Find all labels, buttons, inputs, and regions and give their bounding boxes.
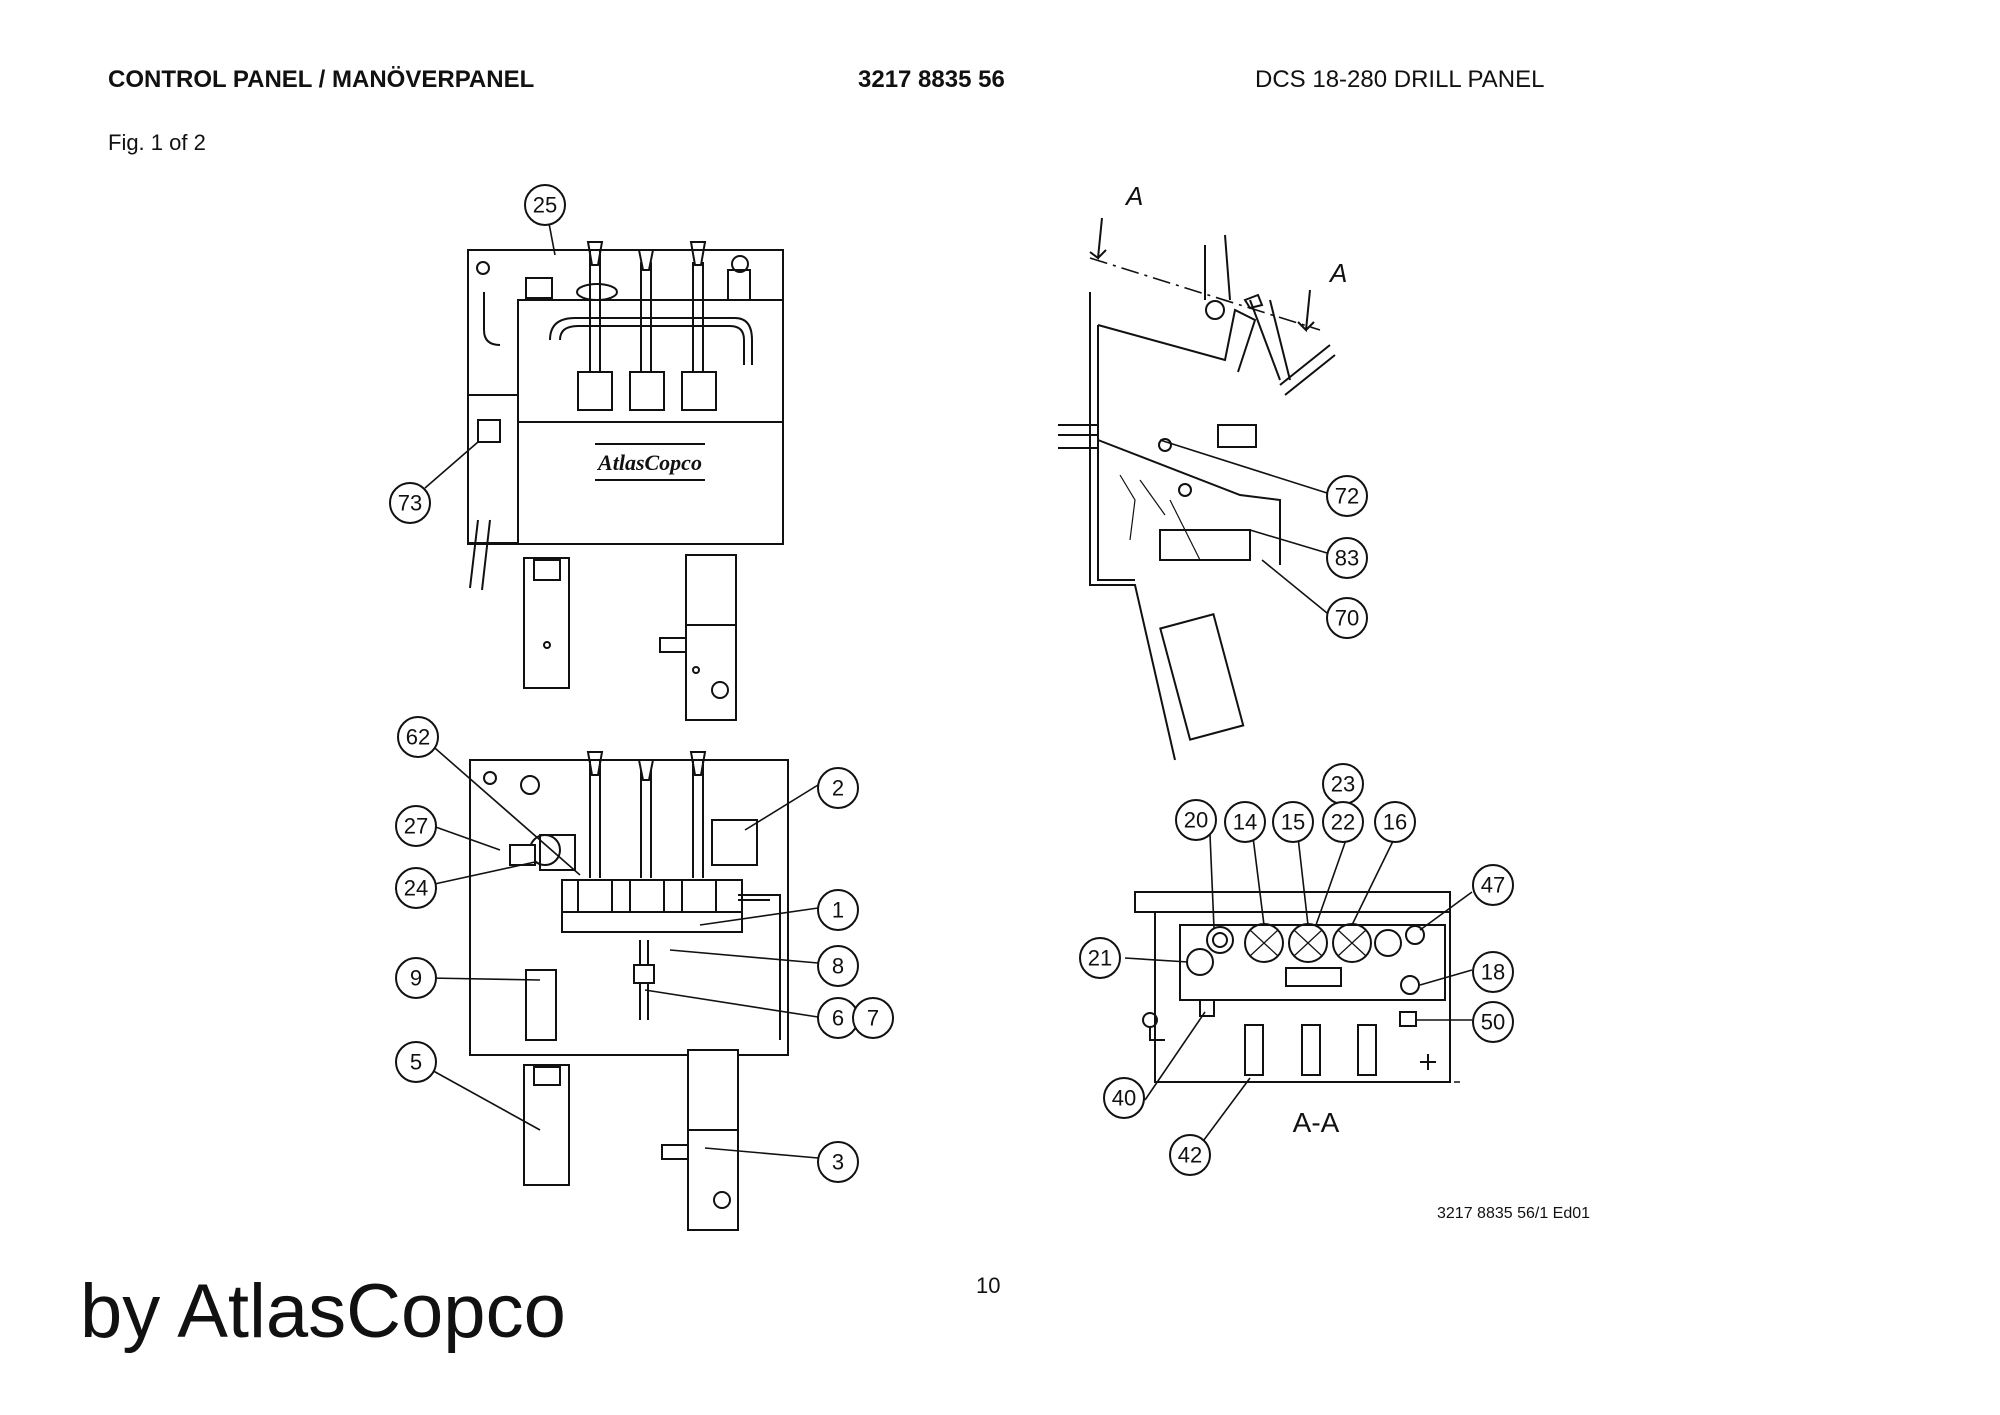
part-number: 3217 8835 56 xyxy=(858,66,1005,93)
svg-text:47: 47 xyxy=(1481,873,1505,898)
section-a-a-view: A-A xyxy=(1134,891,1460,1138)
callout-40: 40 xyxy=(1103,1077,1145,1119)
svg-text:7: 7 xyxy=(867,1006,879,1031)
svg-text:1: 1 xyxy=(832,898,844,923)
svg-text:25: 25 xyxy=(533,193,557,218)
leader-lines xyxy=(424,217,1473,1159)
svg-text:27: 27 xyxy=(404,814,428,839)
callout-62: 62 xyxy=(397,716,439,758)
svg-text:6: 6 xyxy=(832,1006,844,1031)
atlas-copco-logo: AtlasCopco xyxy=(596,450,702,475)
svg-text:83: 83 xyxy=(1335,546,1359,571)
svg-text:5: 5 xyxy=(410,1050,422,1075)
svg-text:20: 20 xyxy=(1184,808,1208,833)
svg-text:9: 9 xyxy=(410,966,422,991)
svg-text:62: 62 xyxy=(406,725,430,750)
svg-text:23: 23 xyxy=(1331,772,1355,797)
callout-5: 5 xyxy=(395,1041,437,1083)
svg-text:42: 42 xyxy=(1178,1143,1202,1168)
svg-text:73: 73 xyxy=(398,491,422,516)
front-view: AtlasCopco xyxy=(467,241,784,721)
svg-text:70: 70 xyxy=(1335,606,1359,631)
svg-text:40: 40 xyxy=(1112,1086,1136,1111)
document-title: CONTROL PANEL / MANÖVERPANEL xyxy=(108,66,535,93)
callout-27: 27 xyxy=(395,805,437,847)
credit-text: by AtlasCopco xyxy=(80,1269,566,1354)
callout-25: 25 xyxy=(524,184,566,226)
svg-text:22: 22 xyxy=(1331,810,1355,835)
callout-3: 3 xyxy=(817,1141,859,1183)
drawing-reference: 3217 8835 56/1 Ed01 xyxy=(1437,1205,1591,1222)
callout-47: 47 xyxy=(1472,864,1514,906)
callout-16: 16 xyxy=(1374,801,1416,843)
callout-14: 14 xyxy=(1224,801,1266,843)
svg-text:15: 15 xyxy=(1281,810,1305,835)
svg-text:8: 8 xyxy=(832,954,844,979)
product-title: DCS 18-280 DRILL PANEL xyxy=(1255,66,1545,93)
svg-text:2: 2 xyxy=(832,776,844,801)
svg-text:3: 3 xyxy=(832,1150,844,1175)
callout-2: 2 xyxy=(817,767,859,809)
callout-18: 18 xyxy=(1472,951,1514,993)
callout-42: 42 xyxy=(1169,1134,1211,1176)
callout-15: 15 xyxy=(1272,801,1314,843)
callout-72: 72 xyxy=(1326,475,1368,517)
callout-83: 83 xyxy=(1326,537,1368,579)
section-label: A-A xyxy=(1293,1107,1340,1138)
callout-70: 70 xyxy=(1326,597,1368,639)
callout-7: 7 xyxy=(852,997,894,1039)
callout-23: 23 xyxy=(1322,763,1364,805)
svg-text:72: 72 xyxy=(1335,484,1359,509)
callout-9: 9 xyxy=(395,957,437,999)
svg-text:16: 16 xyxy=(1383,810,1407,835)
side-view: A A xyxy=(1058,181,1347,761)
callout-6: 6 xyxy=(817,997,859,1039)
callout-8: 8 xyxy=(817,945,859,987)
svg-text:50: 50 xyxy=(1481,1010,1505,1035)
rear-view xyxy=(469,751,789,1231)
callout-24: 24 xyxy=(395,867,437,909)
svg-text:21: 21 xyxy=(1088,946,1112,971)
svg-text:14: 14 xyxy=(1233,810,1257,835)
section-marker-right: A xyxy=(1328,258,1347,288)
callout-50: 50 xyxy=(1472,1001,1514,1043)
callout-21: 21 xyxy=(1079,937,1121,979)
callout-22: 22 xyxy=(1322,801,1364,843)
svg-text:24: 24 xyxy=(404,876,428,901)
callout-20: 20 xyxy=(1175,799,1217,841)
page-number: 10 xyxy=(976,1273,1001,1298)
callout-73: 73 xyxy=(389,482,431,524)
figure-label: Fig. 1 of 2 xyxy=(108,130,206,155)
section-marker-left: A xyxy=(1124,181,1143,211)
callout-1: 1 xyxy=(817,889,859,931)
svg-text:18: 18 xyxy=(1481,960,1505,985)
